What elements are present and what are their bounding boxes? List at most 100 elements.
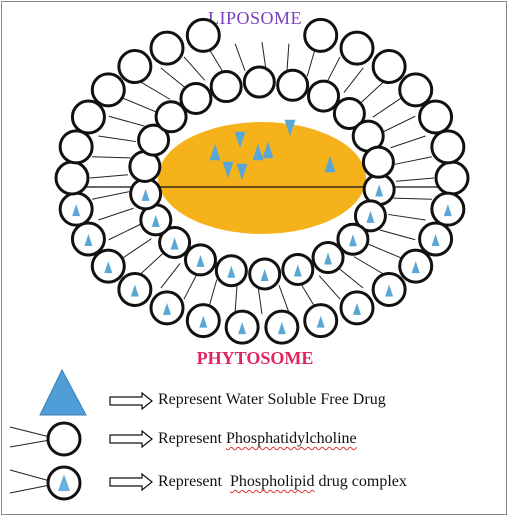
lipid-tail <box>140 251 165 275</box>
lipid-tail <box>98 207 134 221</box>
lipid-tail <box>234 284 238 313</box>
phosphatidylcholine-head <box>242 65 276 99</box>
drug-triangle <box>366 210 375 223</box>
lipid-tail <box>367 243 402 259</box>
drug-triangle <box>72 204 81 217</box>
phosphatidylcholine-head <box>371 49 407 85</box>
drug-triangle <box>411 261 420 274</box>
phosphatidylcholine-head <box>185 17 221 53</box>
liposome-title: LIPOSOME <box>207 8 302 28</box>
drug-triangle <box>375 184 384 197</box>
lipid-tail <box>108 223 142 241</box>
drug-triangle <box>151 214 160 227</box>
drug-triangle <box>348 234 357 247</box>
phosphatidylcholine-head <box>179 81 213 115</box>
drug-triangle <box>163 302 171 315</box>
lipid-tail <box>359 81 384 105</box>
phosphatidylcholine-head <box>276 68 310 102</box>
drug-triangle <box>130 284 139 297</box>
circle-icon <box>9 421 82 457</box>
lipid-tails <box>89 41 435 315</box>
legend-term: Phosphatidylcholine <box>225 430 357 447</box>
free-drug-triangle <box>234 131 246 149</box>
triangle-icon <box>39 368 87 416</box>
phytosome-title: PHYTOSOME <box>196 348 314 368</box>
phosphatidylcholine-head <box>117 49 153 85</box>
lipid-tail <box>382 115 416 133</box>
lipid-tail <box>325 56 341 84</box>
legend-prefix: Represent <box>158 430 226 447</box>
lipid-tail <box>343 67 364 93</box>
lipid-tail <box>393 197 432 200</box>
drug-triangle <box>293 264 302 277</box>
drug-triangle <box>443 204 452 217</box>
phosphatidylcholine-head <box>70 99 106 135</box>
lipid-tail <box>208 279 218 308</box>
circle-with-triangle-icon <box>9 465 82 501</box>
lipid-tail <box>299 281 316 308</box>
legend-term: Phospholipid drug complex <box>229 473 407 490</box>
free-drug-triangle <box>236 163 248 181</box>
lipid-tail <box>98 135 136 143</box>
legend-prefix: Represent <box>158 473 230 490</box>
drug-triangle <box>316 315 325 328</box>
lipid-tail <box>89 174 129 179</box>
phosphatidylcholine-head <box>149 30 185 66</box>
free-drug-triangle <box>209 143 221 161</box>
phosphatidylcholine-head <box>303 17 339 53</box>
lipid-heads <box>54 17 470 345</box>
drug-triangle <box>227 265 236 278</box>
lipid-tail <box>306 48 316 77</box>
drug-triangle <box>324 252 333 265</box>
lipid-tail <box>122 238 152 259</box>
free-drug-triangle <box>262 141 274 159</box>
lipid-tail <box>183 272 199 300</box>
drug-triangle <box>199 315 208 328</box>
lipid-tail <box>353 256 384 275</box>
phosphatidylcholine-head <box>209 70 243 104</box>
lipid-tail <box>379 229 416 241</box>
free-drugs <box>209 119 336 181</box>
lipid-tail <box>208 48 225 75</box>
drug-triangle <box>238 322 247 335</box>
lipid-tail <box>286 43 290 72</box>
phosphatidylcholine-head <box>332 96 366 130</box>
lipid-tail <box>183 56 206 81</box>
arrow-icon <box>109 429 153 449</box>
legend-label-complex: Represent Phospholipid drug complex <box>158 473 407 491</box>
aqueous-core <box>158 122 366 234</box>
phosphatidylcholine-head <box>58 129 94 165</box>
phosphatidylcholine-head <box>154 100 188 134</box>
lipid-tail <box>390 135 426 149</box>
lipid-tail <box>122 97 157 113</box>
lipid-tail <box>337 266 364 289</box>
legend-term: Water Soluble Free Drug <box>225 391 386 408</box>
phosphatidylcholine-head <box>137 123 171 157</box>
lipid-tail <box>394 156 432 165</box>
lipid-tail <box>108 115 145 127</box>
drug-triangle <box>385 284 394 297</box>
drug-triangle <box>431 234 440 247</box>
drug-triangle <box>141 188 150 201</box>
drug-triangle <box>84 234 93 247</box>
drug-triangle <box>196 254 205 267</box>
lipid-tail <box>395 177 435 182</box>
lipid-tail <box>160 263 181 289</box>
lipid-tail <box>278 284 290 313</box>
phosphatidylcholine-head <box>307 79 341 113</box>
phosphatidylcholine-head <box>361 145 395 179</box>
phosphatidylcholine-head <box>418 99 454 135</box>
lipid-tail <box>261 41 267 71</box>
lipid-tail <box>372 97 402 118</box>
phosphatidylcholine-head <box>398 72 434 108</box>
drug-triangle <box>260 268 269 281</box>
phosphatidylcholine-head <box>430 129 466 165</box>
lipid-tail <box>160 67 187 90</box>
lipid-tail <box>318 275 341 300</box>
lipid-tail <box>92 156 131 159</box>
phosphatidylcholine-head <box>90 72 126 108</box>
